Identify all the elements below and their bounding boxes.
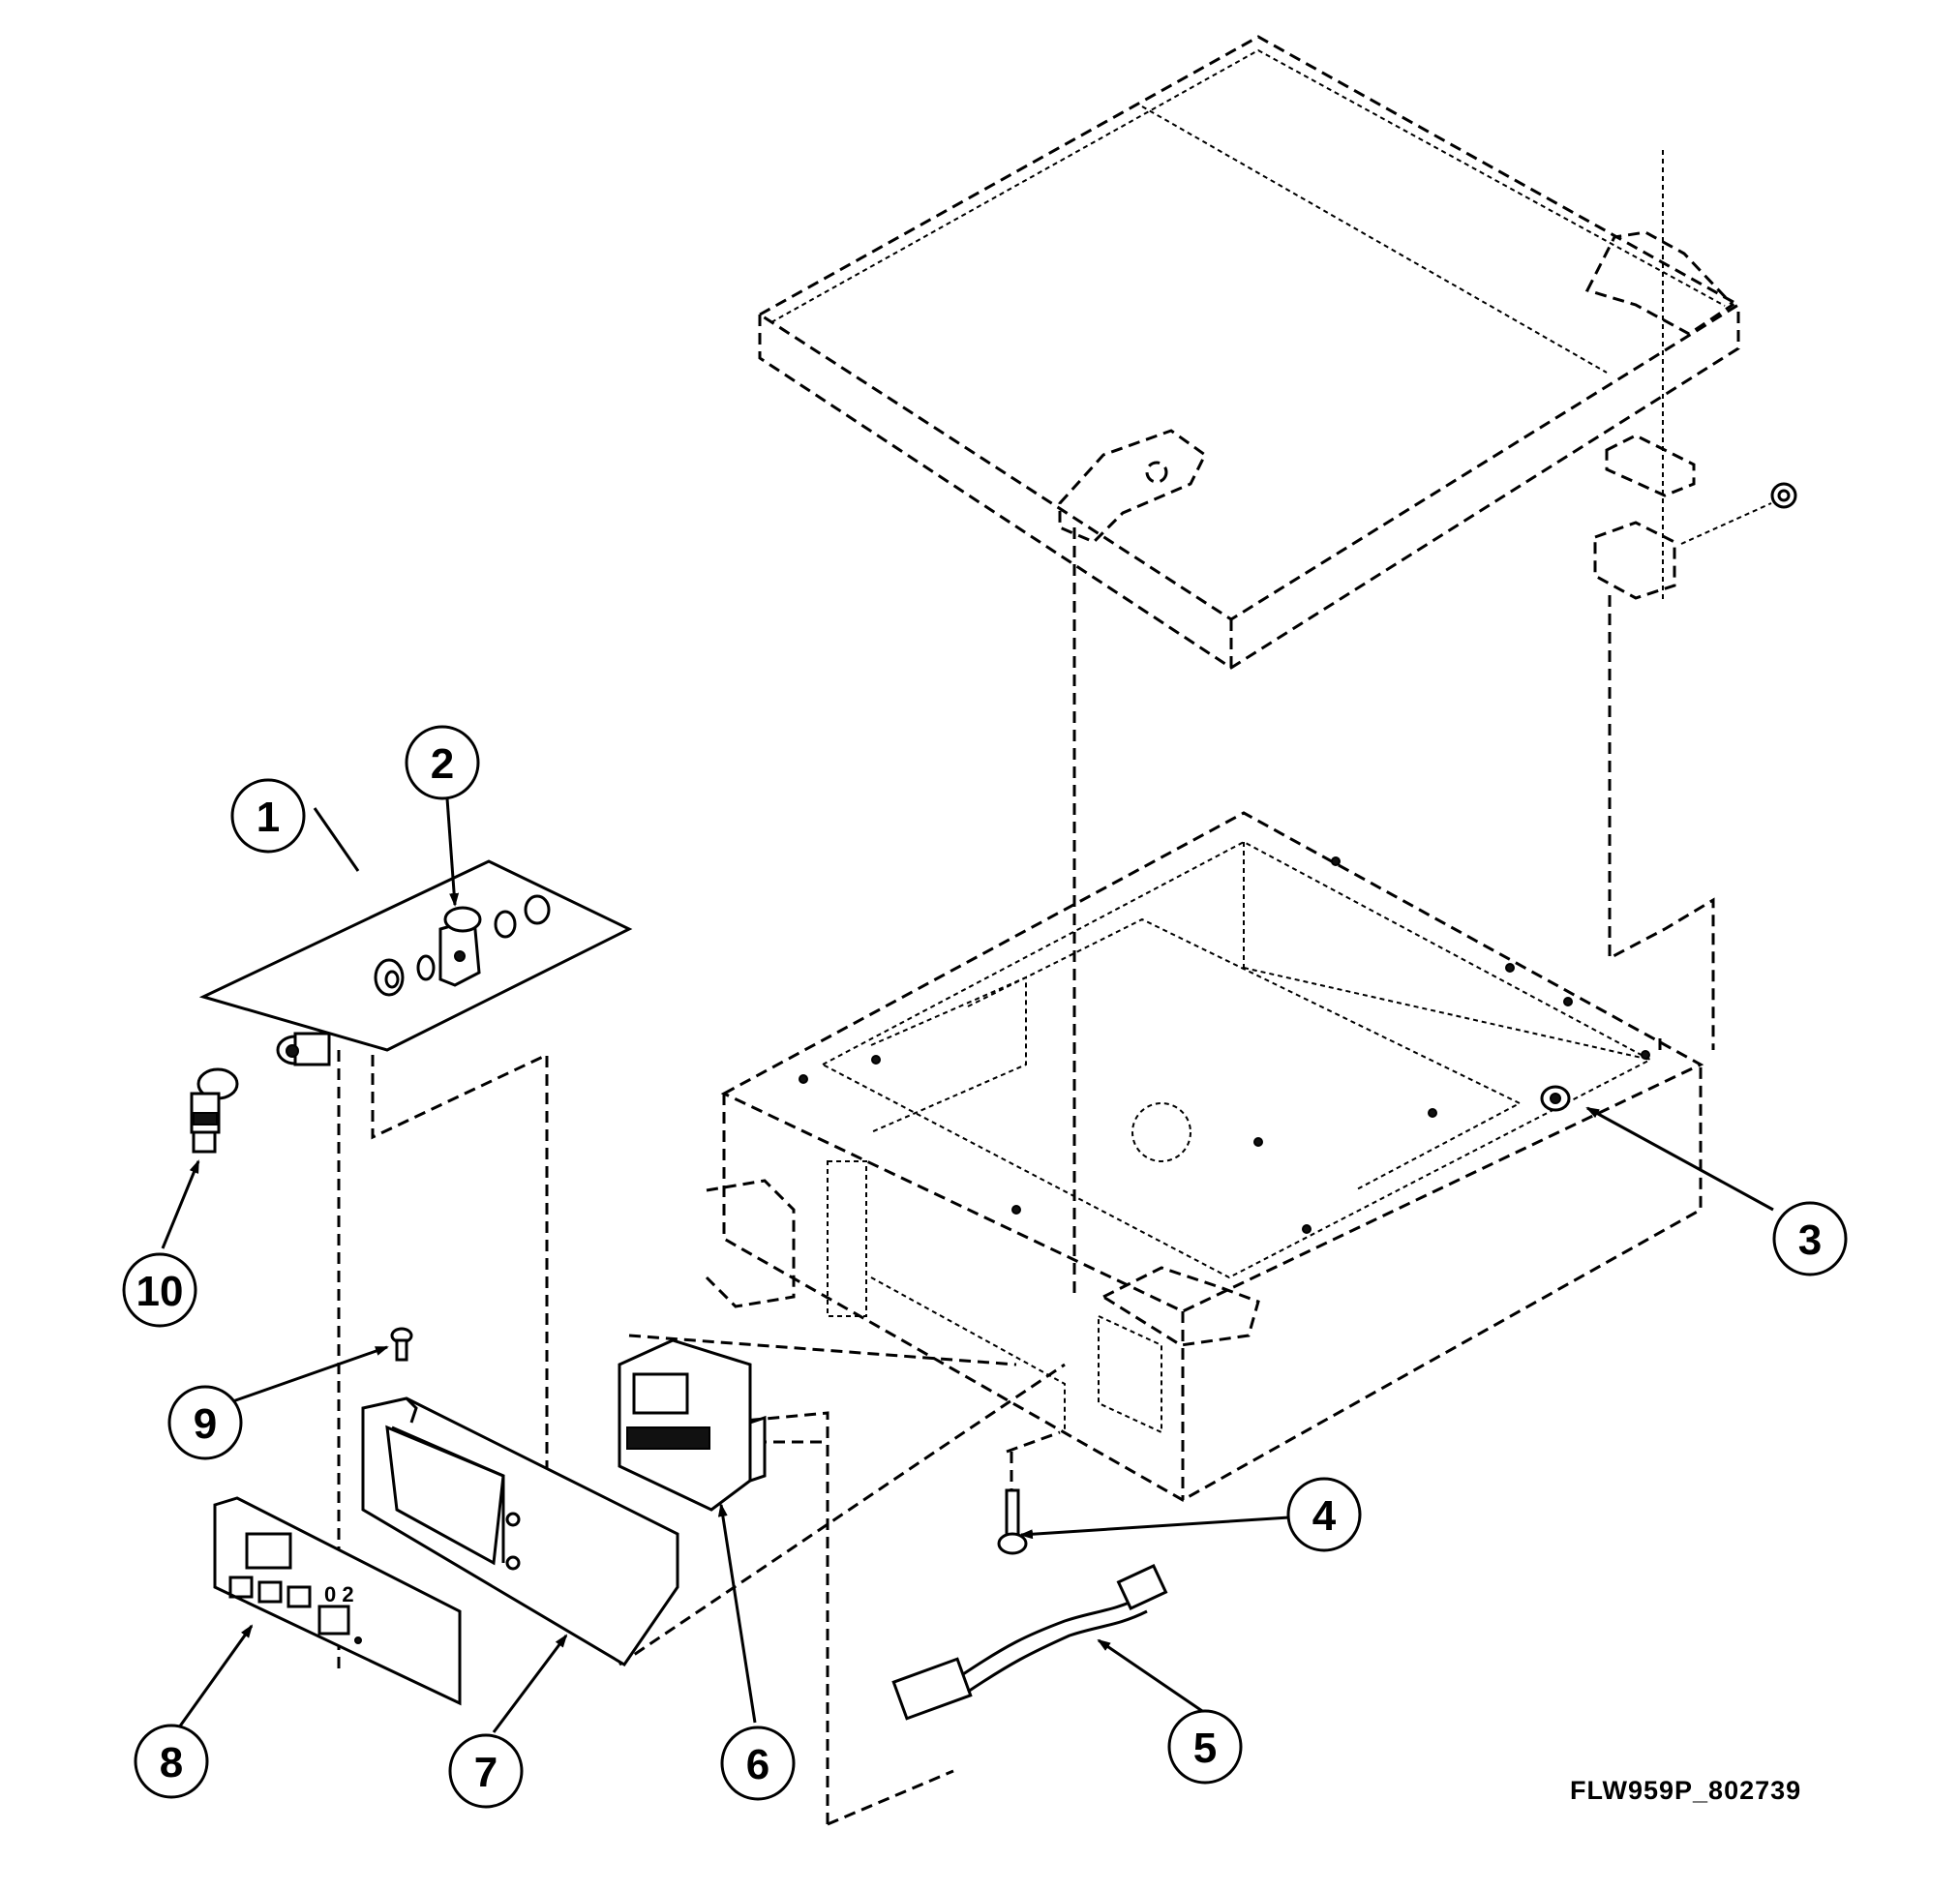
key	[190, 1067, 239, 1154]
callout-3: 3	[1772, 1201, 1848, 1276]
svg-text:4: 4	[1312, 1492, 1337, 1540]
callout-1: 1	[230, 778, 306, 854]
svg-text:2: 2	[431, 740, 454, 788]
leader-10	[161, 1159, 200, 1249]
top-lid	[757, 35, 1741, 670]
control-module	[618, 1338, 767, 1512]
overlay-decal: 0 2	[213, 1496, 462, 1706]
svg-text:9: 9	[194, 1400, 217, 1448]
svg-text:10: 10	[136, 1268, 184, 1315]
callout-2: 2	[405, 725, 480, 800]
callouts: 1 2 3 4 5 6 7 8	[122, 725, 1848, 1809]
leader-7	[492, 1634, 568, 1733]
screw-part-4	[997, 1488, 1028, 1555]
nuts	[494, 894, 551, 939]
leader-9	[226, 1345, 389, 1405]
callout-7: 7	[448, 1733, 524, 1809]
callout-9: 9	[167, 1385, 243, 1460]
washers	[374, 954, 436, 997]
mounting-holes	[799, 856, 1650, 1234]
callout-10: 10	[122, 1252, 197, 1328]
callout-8: 8	[134, 1724, 209, 1799]
leader-3	[1585, 1106, 1774, 1212]
leader-lines	[161, 797, 1774, 1733]
svg-text:5: 5	[1193, 1725, 1217, 1772]
figure-code: FLW959P_802739	[1570, 1776, 1802, 1805]
control-bezel	[361, 1396, 679, 1667]
base-nut	[1540, 1085, 1571, 1112]
callout-4: 4	[1286, 1477, 1362, 1552]
svg-text:7: 7	[474, 1749, 498, 1796]
lock-kit-panel	[190, 859, 633, 1154]
leader-8	[177, 1624, 254, 1728]
callout-6: 6	[720, 1726, 796, 1801]
leader-4	[1019, 1516, 1290, 1540]
cam-bracket	[438, 906, 482, 987]
leader-2	[445, 797, 460, 907]
callout-5: 5	[1167, 1709, 1243, 1785]
lock-cylinder	[276, 1032, 331, 1066]
svg-text:0 2: 0 2	[324, 1582, 354, 1606]
assembly-lines	[337, 527, 1715, 1826]
hinge-parts	[1593, 150, 1797, 600]
svg-text:8: 8	[160, 1739, 183, 1786]
small-screw-part-9	[390, 1327, 413, 1362]
wire-harness	[891, 1563, 1168, 1721]
leader-5	[1097, 1638, 1206, 1715]
leader-6	[717, 1503, 757, 1724]
leader-1	[313, 807, 360, 872]
svg-text:6: 6	[746, 1741, 769, 1788]
console-base	[705, 811, 1704, 1502]
svg-text:1: 1	[256, 794, 280, 841]
svg-text:3: 3	[1798, 1216, 1822, 1264]
